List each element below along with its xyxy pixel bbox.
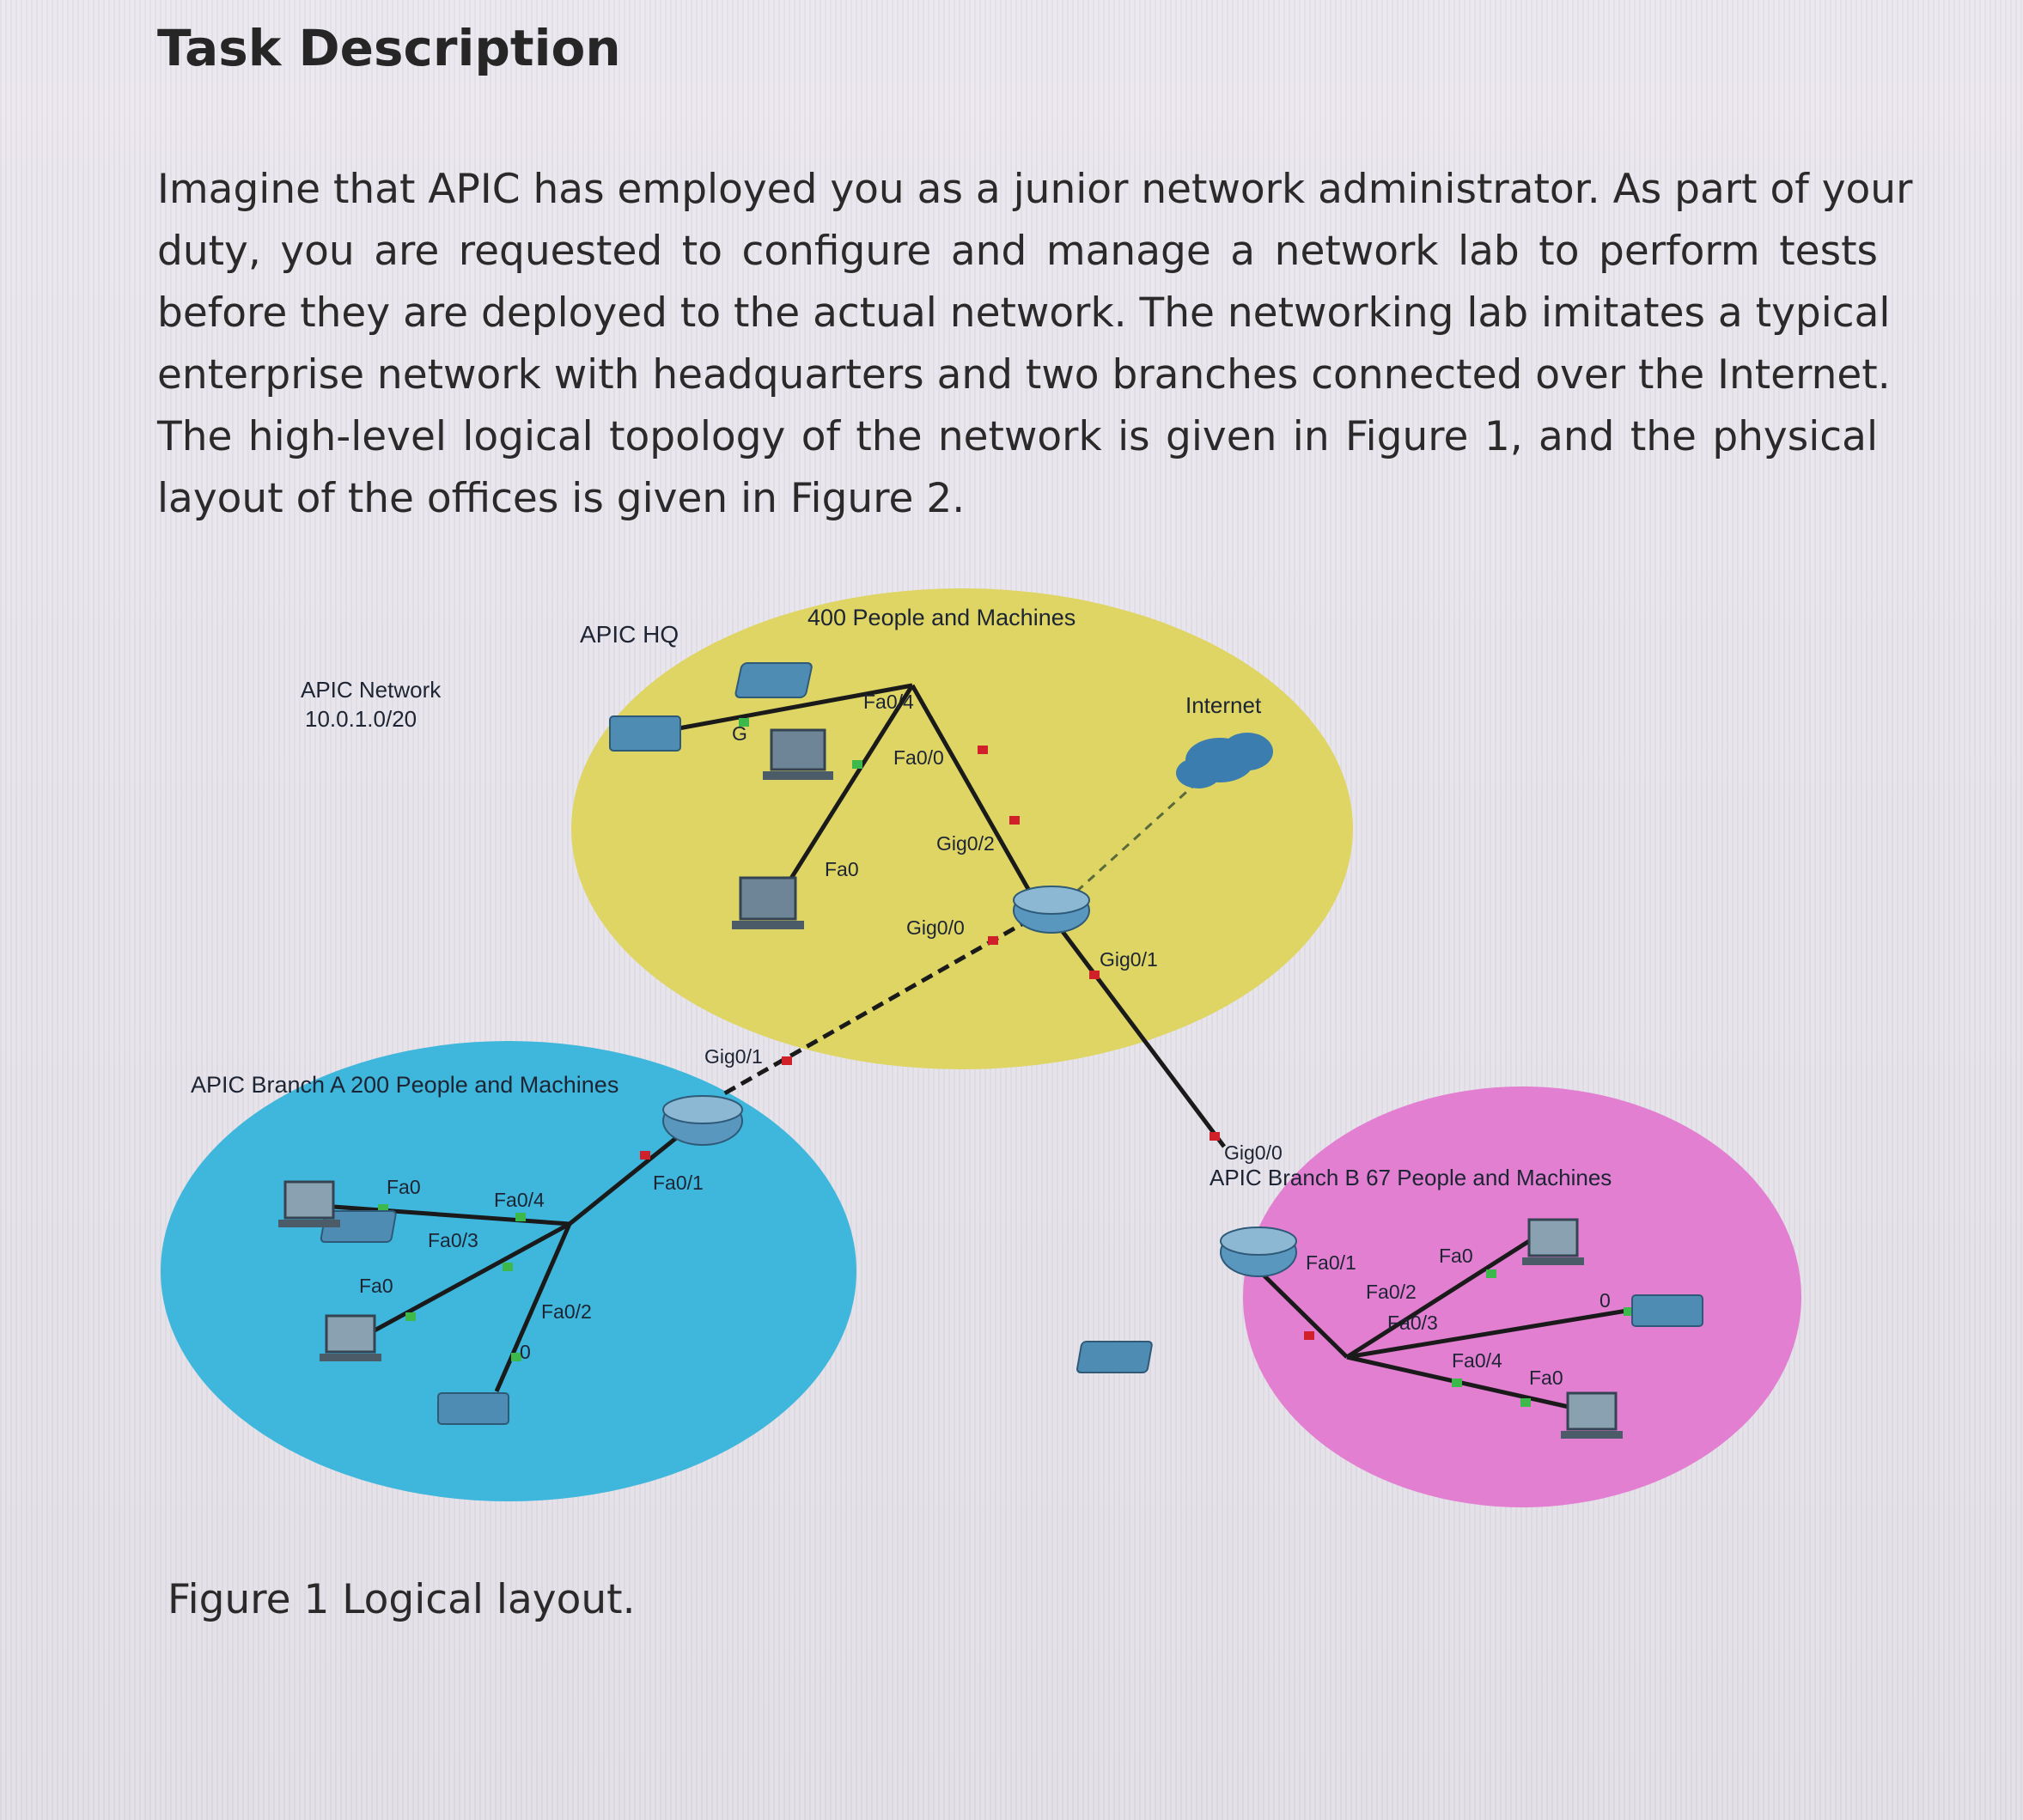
port-label: Fa0 xyxy=(387,1176,421,1198)
port-label: Fa0/3 xyxy=(1387,1312,1438,1334)
port-label: Fa0 xyxy=(1439,1245,1473,1267)
link-server-hqswitch xyxy=(678,683,913,731)
paragraph-line: layout of the offices is given in Figure… xyxy=(157,475,966,522)
port-label: Fa0 xyxy=(1529,1367,1563,1389)
task-title: Task Description xyxy=(157,19,621,77)
branch-b-printer-icon xyxy=(1631,1294,1703,1327)
branch-b-pc2-icon xyxy=(1561,1391,1623,1439)
port-label: Fa0 xyxy=(359,1275,393,1297)
port-label: Fa0/3 xyxy=(428,1229,478,1251)
link-switcha-pc2 xyxy=(363,1221,571,1338)
paragraph-line: before they are deployed to the actual n… xyxy=(157,289,1891,337)
network-label: APIC Network xyxy=(301,677,442,703)
port-label: Fa0/2 xyxy=(541,1300,592,1323)
internet-label: Internet xyxy=(1185,692,1262,718)
branch-a-printer-icon xyxy=(437,1392,509,1425)
hq-router-icon xyxy=(1013,886,1090,934)
paragraph-line: duty, you are requested to configure and… xyxy=(157,228,1878,275)
branch-b-title-label: APIC Branch B 67 People and Machines xyxy=(1210,1165,1612,1190)
hq-laptop-icon xyxy=(763,728,833,780)
port-label: Gig0/1 xyxy=(704,1045,763,1068)
port-label: Fa0/4 xyxy=(863,691,914,713)
port-label: Gig0/2 xyxy=(936,832,995,855)
link-hqrouter-routerb xyxy=(1046,910,1226,1148)
port-label: Fa0/4 xyxy=(494,1189,545,1211)
branch-b-switch-icon xyxy=(1076,1341,1153,1373)
link-switchb-pc1 xyxy=(1345,1239,1531,1360)
port-label: G xyxy=(732,722,747,745)
link-hqswitch-hqrouter xyxy=(910,684,1042,910)
port-markers xyxy=(378,718,1634,1407)
paragraph-line: Imagine that APIC has employed you as a … xyxy=(157,166,1913,213)
link-switcha-printer xyxy=(494,1223,572,1392)
branch-a-pc2-icon xyxy=(320,1314,381,1361)
hq-pc-icon xyxy=(732,876,804,929)
port-label: Gig0/0 xyxy=(906,916,965,939)
paragraph-line: enterprise network with headquarters and… xyxy=(157,351,1891,399)
port-label: Fa0/0 xyxy=(893,746,944,769)
figure-caption: Figure 1 Logical layout. xyxy=(168,1576,636,1623)
branch-a-pc1-icon xyxy=(278,1180,340,1227)
hq-switch-icon xyxy=(734,662,813,698)
branch-b-router-icon xyxy=(1220,1227,1297,1277)
hq-server xyxy=(609,715,681,752)
port-label: Fa0 xyxy=(825,858,859,880)
task-paragraph: Imagine that APIC has employed you as a … xyxy=(157,159,1913,530)
hq-subtitle-label: 400 People and Machines xyxy=(807,605,1075,630)
link-switchb-printer xyxy=(1346,1307,1633,1360)
branch-a-router-icon xyxy=(662,1095,743,1146)
port-label: Gig0/1 xyxy=(1100,948,1158,971)
port-label: 0 xyxy=(520,1341,531,1363)
port-label: Fa0/2 xyxy=(1366,1281,1417,1303)
internet-cloud-icon xyxy=(1176,733,1273,788)
link-hqswitch-pc xyxy=(775,684,915,902)
branch-a-title-label: APIC Branch A 200 People and Machines xyxy=(191,1072,618,1098)
link-switcha-pc1 xyxy=(332,1204,570,1227)
hq-title-label: APIC HQ xyxy=(580,621,679,648)
port-label: Fa0/1 xyxy=(1306,1251,1356,1274)
network-subnet-label: 10.0.1.0/20 xyxy=(305,706,417,732)
hq-zone xyxy=(571,588,1353,1069)
branch-b-zone xyxy=(1243,1087,1801,1507)
port-label: Fa0/1 xyxy=(653,1172,704,1194)
link-hqrouter-routera xyxy=(720,916,1033,1098)
port-labels: Fa0/4 Fa0/0 Fa0 G Gig0/2 Gig0/0 Gig0/1 G… xyxy=(359,691,1611,1389)
paragraph-line: The high-level logical topology of the n… xyxy=(157,413,1878,460)
port-label: 0 xyxy=(1600,1289,1611,1312)
port-label: Gig0/0 xyxy=(1224,1141,1283,1164)
port-label: Fa0/4 xyxy=(1452,1349,1502,1372)
branch-b-pc1-icon xyxy=(1522,1218,1584,1265)
